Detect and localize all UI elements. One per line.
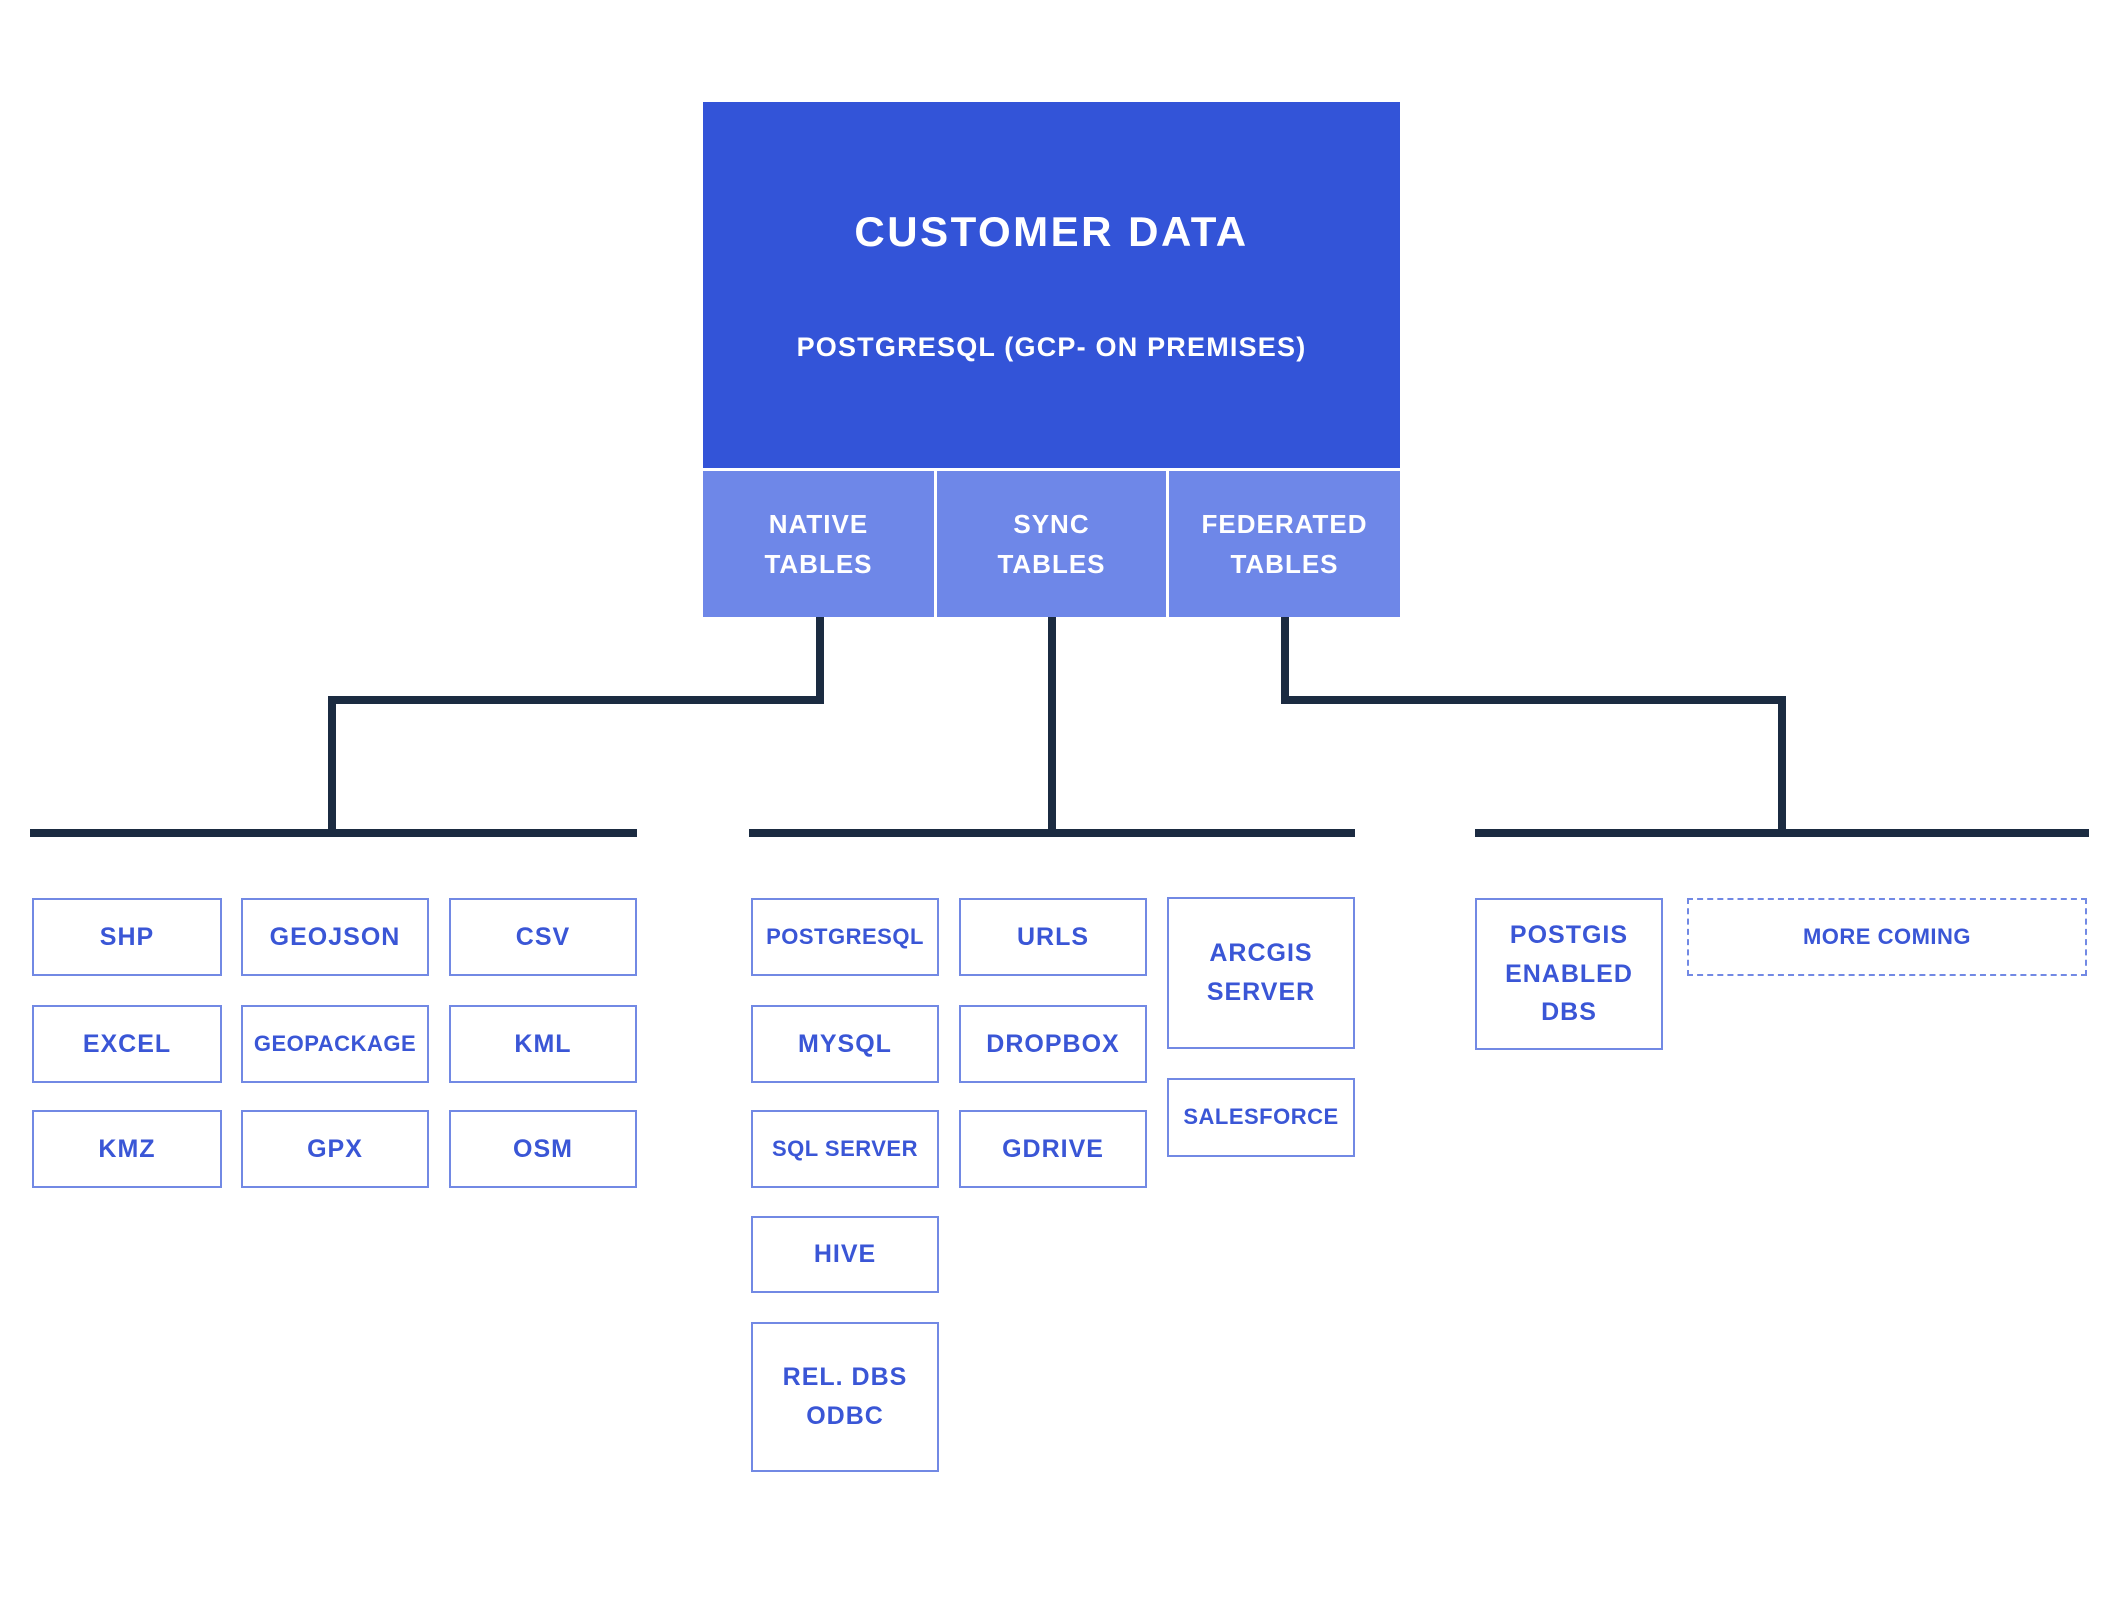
node-more-coming-label: MORE COMING (1802, 923, 1972, 949)
node-postgis-enabled-dbs-label: POSTGIS ENABLED DBS (1505, 920, 1633, 1027)
node-gdrive: GDRIVE (959, 1110, 1147, 1188)
node-kml: KML (449, 1005, 637, 1083)
diagram-title: CUSTOMER DATA (854, 207, 1249, 255)
node-urls-label: URLS (1016, 922, 1090, 951)
node-salesforce-label: SALESFORCE (1183, 1104, 1339, 1130)
node-mysql-label: MYSQL (798, 1029, 892, 1058)
node-csv-label: CSV (515, 922, 571, 951)
node-osm-label: OSM (513, 1134, 573, 1163)
node-hive: HIVE (751, 1216, 939, 1293)
diagram-subtitle: POSTGRESQL (GCP- ON PREMISES) (796, 331, 1307, 362)
node-postgresql-label: POSTGRESQL (766, 923, 924, 949)
node-excel-label: EXCEL (82, 1029, 172, 1058)
node-salesforce: SALESFORCE (1167, 1078, 1355, 1157)
connector-native-drop (328, 696, 336, 837)
node-excel: EXCEL (32, 1005, 222, 1083)
node-arcgis-server-label: ARCGIS SERVER (1206, 939, 1316, 1006)
node-gpx-label: GPX (307, 1134, 363, 1163)
node-postgis-enabled-dbs: POSTGIS ENABLED DBS (1475, 898, 1663, 1050)
node-dropbox-label: DROPBOX (986, 1029, 1120, 1058)
connector-native-bar (30, 829, 637, 837)
node-csv: CSV (449, 898, 637, 976)
tab-native-tables: NATIVE TABLES (703, 471, 934, 617)
connector-sync-drop (1048, 617, 1056, 837)
node-osm: OSM (449, 1110, 637, 1188)
node-geojson-label: GEOJSON (269, 922, 401, 951)
node-shp-label: SHP (99, 922, 155, 951)
tab-sync-tables: SYNC TABLES (937, 471, 1166, 617)
node-mysql: MYSQL (751, 1005, 939, 1083)
connector-federated-bar (1475, 829, 2089, 837)
node-gdrive-label: GDRIVE (1002, 1134, 1104, 1163)
node-gpx: GPX (241, 1110, 429, 1188)
connector-native-stub (816, 617, 824, 704)
node-sql-server-label: SQL SERVER (771, 1135, 918, 1161)
node-geopackage: GEOPACKAGE (241, 1005, 429, 1083)
connector-federated-elbow (1281, 696, 1786, 704)
node-hive-label: HIVE (813, 1240, 877, 1269)
connector-sync-bar (749, 829, 1355, 837)
node-postgresql: POSTGRESQL (751, 898, 939, 976)
node-shp: SHP (32, 898, 222, 976)
connector-federated-stub (1281, 617, 1289, 704)
node-more-coming: MORE COMING (1687, 898, 2087, 976)
tab-federated-tables: FEDERATED TABLES (1169, 471, 1400, 617)
node-arcgis-server: ARCGIS SERVER (1167, 897, 1355, 1049)
connector-federated-drop (1778, 696, 1786, 837)
connector-native-elbow (328, 696, 824, 704)
node-rel-dbs-odbc-label: REL. DBS ODBC (782, 1363, 908, 1430)
node-rel-dbs-odbc: REL. DBS ODBC (751, 1322, 939, 1472)
node-sql-server: SQL SERVER (751, 1110, 939, 1188)
node-geopackage-label: GEOPACKAGE (253, 1030, 417, 1056)
customer-data-box: CUSTOMER DATA POSTGRESQL (GCP- ON PREMIS… (703, 102, 1400, 468)
node-geojson: GEOJSON (241, 898, 429, 976)
node-kmz-label: KMZ (98, 1134, 156, 1163)
node-kmz: KMZ (32, 1110, 222, 1188)
node-urls: URLS (959, 898, 1147, 976)
node-kml-label: KML (514, 1029, 572, 1058)
node-dropbox: DROPBOX (959, 1005, 1147, 1083)
